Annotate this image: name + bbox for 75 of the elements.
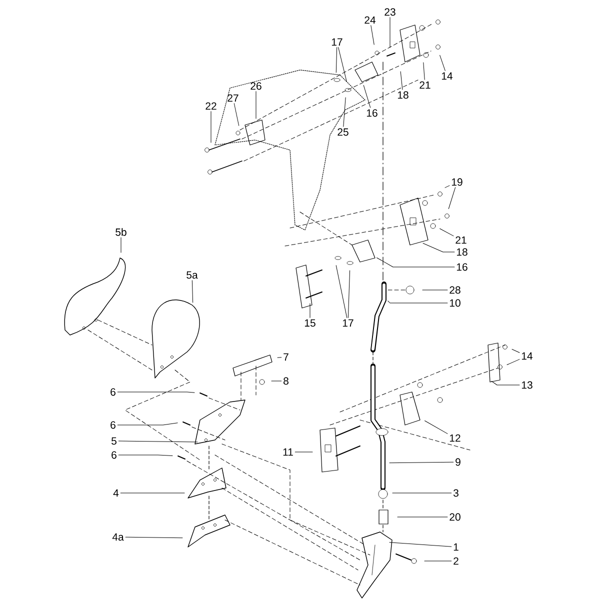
callout-number: 15 (304, 319, 316, 327)
leader-line (423, 62, 425, 80)
leader-line (125, 536, 183, 538)
callout-number: 16 (456, 263, 468, 271)
callout-number: 21 (420, 81, 430, 89)
leader-line (376, 257, 455, 268)
leader-line (210, 111, 212, 143)
callout-number: 5a (186, 271, 198, 279)
leader-line (424, 420, 448, 434)
callout-number: 14 (522, 352, 533, 360)
leader-line (363, 85, 371, 108)
leader-line (117, 392, 195, 393)
leader-line (440, 54, 446, 71)
leader-line (389, 462, 454, 464)
leader-line (348, 270, 350, 318)
callout-number: 6 (110, 421, 116, 429)
callout-number: 2 (454, 557, 458, 565)
callout-number: 14 (442, 72, 453, 80)
leader-line (400, 71, 403, 90)
leader-line (336, 265, 348, 318)
leader-line (422, 242, 455, 252)
callout-number: 6 (110, 388, 116, 396)
callout-number: 23 (384, 8, 396, 16)
callout-number: 17 (342, 319, 354, 327)
leader-line (392, 492, 452, 494)
callout-number: 24 (364, 16, 376, 24)
callout-number: 12 (450, 434, 460, 442)
leader-line (338, 47, 347, 82)
callout-number: 22 (206, 102, 216, 110)
leader-line (120, 492, 185, 494)
callout-number: 21 (456, 236, 466, 244)
callout-number: 16 (366, 109, 378, 117)
leader-line (444, 185, 450, 188)
leader-line (192, 280, 194, 303)
callout-number: 18 (398, 91, 408, 99)
leader-line (491, 380, 520, 386)
leader-line (336, 47, 338, 73)
callout-number: 11 (283, 448, 293, 456)
leader-line (343, 97, 346, 127)
callout-number: 5b (116, 228, 126, 236)
callout-number: 8 (284, 377, 288, 385)
callout-number: 28 (450, 286, 460, 294)
callout-number: 13 (522, 381, 532, 389)
callout-number: 5 (112, 437, 116, 445)
callout-number: 3 (453, 489, 458, 497)
leader-line (440, 228, 454, 236)
callout-number: 10 (450, 299, 460, 307)
callout-number: 18 (456, 248, 468, 256)
leader-line (118, 440, 198, 442)
callout-number: 1 (454, 543, 458, 551)
leader-line (277, 357, 282, 358)
leader-line (271, 380, 282, 382)
callout-number: 27 (228, 94, 238, 102)
callout-number: 19 (452, 178, 462, 186)
callout-number: 7 (284, 353, 288, 361)
leader-line (117, 422, 178, 426)
callout-number: 4a (112, 533, 124, 541)
leader-line (448, 187, 456, 209)
leader-line (512, 349, 520, 353)
callout-number: 4 (113, 489, 119, 497)
callout-number: 20 (450, 513, 460, 521)
callout-number: 9 (456, 458, 460, 466)
callout-number: 6 (112, 451, 116, 459)
leader-line (234, 103, 240, 126)
leader-line (397, 516, 448, 518)
leader-line (118, 454, 173, 456)
callout-number: 25 (338, 128, 348, 136)
leader-line (389, 542, 452, 547)
leader-line (506, 359, 520, 366)
leader-line (120, 237, 122, 253)
leader-line (370, 25, 374, 45)
leader-line (424, 560, 452, 562)
callout-number: 17 (332, 38, 342, 46)
leader-line (388, 300, 448, 304)
callout-number: 26 (250, 82, 262, 90)
